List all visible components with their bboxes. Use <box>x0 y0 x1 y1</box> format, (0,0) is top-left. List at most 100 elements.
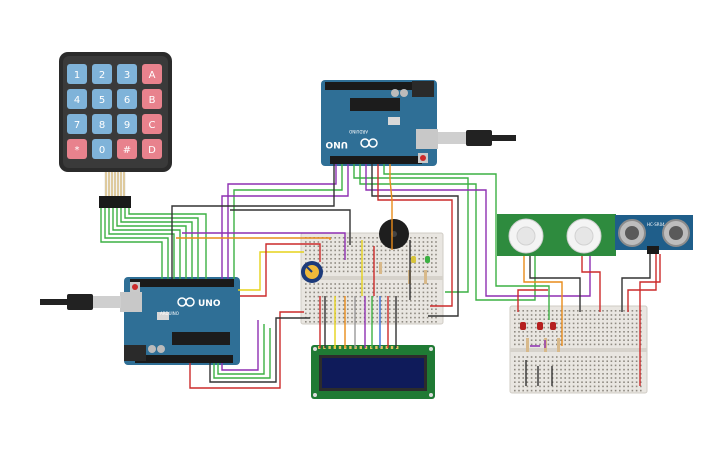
keypad-key-label: B <box>149 95 156 106</box>
arduino-top-chip <box>350 98 400 111</box>
wire-black <box>209 317 310 383</box>
arduino-top-crystal <box>388 117 400 125</box>
arduino-top-capacitor-2 <box>400 89 408 97</box>
keypad-key[interactable] <box>142 64 162 84</box>
keypad-key-label: # <box>123 145 131 156</box>
wire-orange <box>523 256 563 346</box>
wire-green <box>104 208 169 279</box>
keypad-key[interactable] <box>117 64 137 84</box>
keypad-key[interactable] <box>117 139 137 159</box>
keypad-key-label: A <box>149 70 156 81</box>
arduino-bottom-capacitor-1 <box>148 345 156 353</box>
arduino-bottom-crystal <box>157 312 169 320</box>
reset-button-icon <box>132 284 138 290</box>
wire-purple <box>365 164 591 297</box>
keypad-key[interactable] <box>142 114 162 134</box>
keypad-key[interactable] <box>142 89 162 109</box>
arduino-uno-top[interactable]: UNO ARDUINO <box>321 80 438 166</box>
keypad-key[interactable] <box>92 64 112 84</box>
keypad-key[interactable] <box>92 139 112 159</box>
wire-green <box>233 164 343 279</box>
arduino-top-usb-port <box>416 129 438 149</box>
arduino-bottom-chip <box>172 332 230 345</box>
keypad-key-label: 5 <box>99 95 105 106</box>
usb-plug-icon <box>40 294 121 310</box>
arduino-top-brand: ARDUINO <box>349 129 368 134</box>
arduino-top-capacitor-1 <box>391 89 399 97</box>
keypad-key[interactable] <box>67 114 87 134</box>
wire-black <box>171 164 335 279</box>
wire-green <box>100 208 163 279</box>
main-breadboard[interactable] <box>300 232 444 325</box>
keypad-key[interactable] <box>67 89 87 109</box>
wire-green <box>353 164 469 293</box>
arduino-uno-bottom[interactable]: UNO ARDUINO <box>120 277 240 365</box>
wire-red <box>377 164 453 307</box>
arduino-bottom-power-jack <box>124 345 146 361</box>
lcd-screen <box>322 358 424 388</box>
arduino-logo-icon <box>360 138 378 148</box>
ultrasonic-label: HC-SR04 <box>647 222 665 227</box>
piezo-buzzer <box>379 219 409 249</box>
wire-orange <box>389 164 393 250</box>
arduino-top-header-bottom <box>330 156 422 164</box>
reset-button-icon <box>420 155 426 161</box>
right-breadboard[interactable] <box>509 305 648 394</box>
wire-green <box>217 324 265 375</box>
keypad-key[interactable] <box>142 139 162 159</box>
keypad-key-label: 6 <box>124 95 130 106</box>
right-breadboard-channel <box>510 348 647 352</box>
keypad-key[interactable] <box>92 89 112 109</box>
keypad-key-label: C <box>149 120 156 131</box>
wire-red <box>639 254 661 386</box>
wire-red <box>517 289 548 312</box>
arduino-bottom-header-bottom <box>135 355 233 363</box>
usb-plug-icon <box>438 130 516 146</box>
wire-red <box>581 256 601 312</box>
wire-purple <box>182 232 346 260</box>
wire-green <box>116 208 187 279</box>
lcd-display <box>311 345 435 399</box>
wire-black <box>371 164 459 317</box>
main-breadboard-channel <box>301 276 443 280</box>
arduino-top-header-top <box>325 82 431 90</box>
wire-purple <box>227 164 337 279</box>
keypad-key[interactable] <box>117 114 137 134</box>
wire-green <box>383 164 550 320</box>
wire-red <box>189 311 304 389</box>
wire-black <box>621 254 651 312</box>
keypad-key-label: 8 <box>99 120 105 131</box>
wire-black <box>525 360 553 386</box>
wire-purple <box>221 320 259 371</box>
keypad-key-label: 9 <box>124 120 130 131</box>
arduino-logo-icon <box>177 297 195 307</box>
wire-black <box>230 209 351 245</box>
keypad-key-label: D <box>148 145 156 156</box>
wire-purple <box>530 340 546 348</box>
keypad-ribbon-traces <box>105 172 125 196</box>
keypad-key-label: 3 <box>124 70 130 81</box>
arduino-bottom-model: UNO <box>198 299 221 309</box>
keypad-key-label: 0 <box>99 145 105 156</box>
ultrasonic-sensor: HC-SR04 <box>615 215 693 254</box>
keypad-key[interactable] <box>67 139 87 159</box>
keypad-key[interactable] <box>117 89 137 109</box>
wire-green <box>124 208 199 279</box>
wire-red <box>240 243 321 297</box>
keypad-key[interactable] <box>92 114 112 134</box>
wire-green <box>108 208 175 279</box>
arduino-top-model: UNO <box>325 139 348 149</box>
keypad-key-label: * <box>75 145 80 156</box>
arduino-bottom-capacitor-2 <box>157 345 165 353</box>
keypad-key-label: 1 <box>74 70 80 81</box>
right-breadboard-holes <box>514 310 642 392</box>
keypad-connector <box>99 196 131 208</box>
pir-sensor-2 <box>556 214 616 256</box>
keypad-key-label: 7 <box>74 120 80 131</box>
wire-yellow <box>238 251 304 291</box>
keypad-key[interactable] <box>67 64 87 84</box>
potentiometer[interactable] <box>301 261 323 283</box>
